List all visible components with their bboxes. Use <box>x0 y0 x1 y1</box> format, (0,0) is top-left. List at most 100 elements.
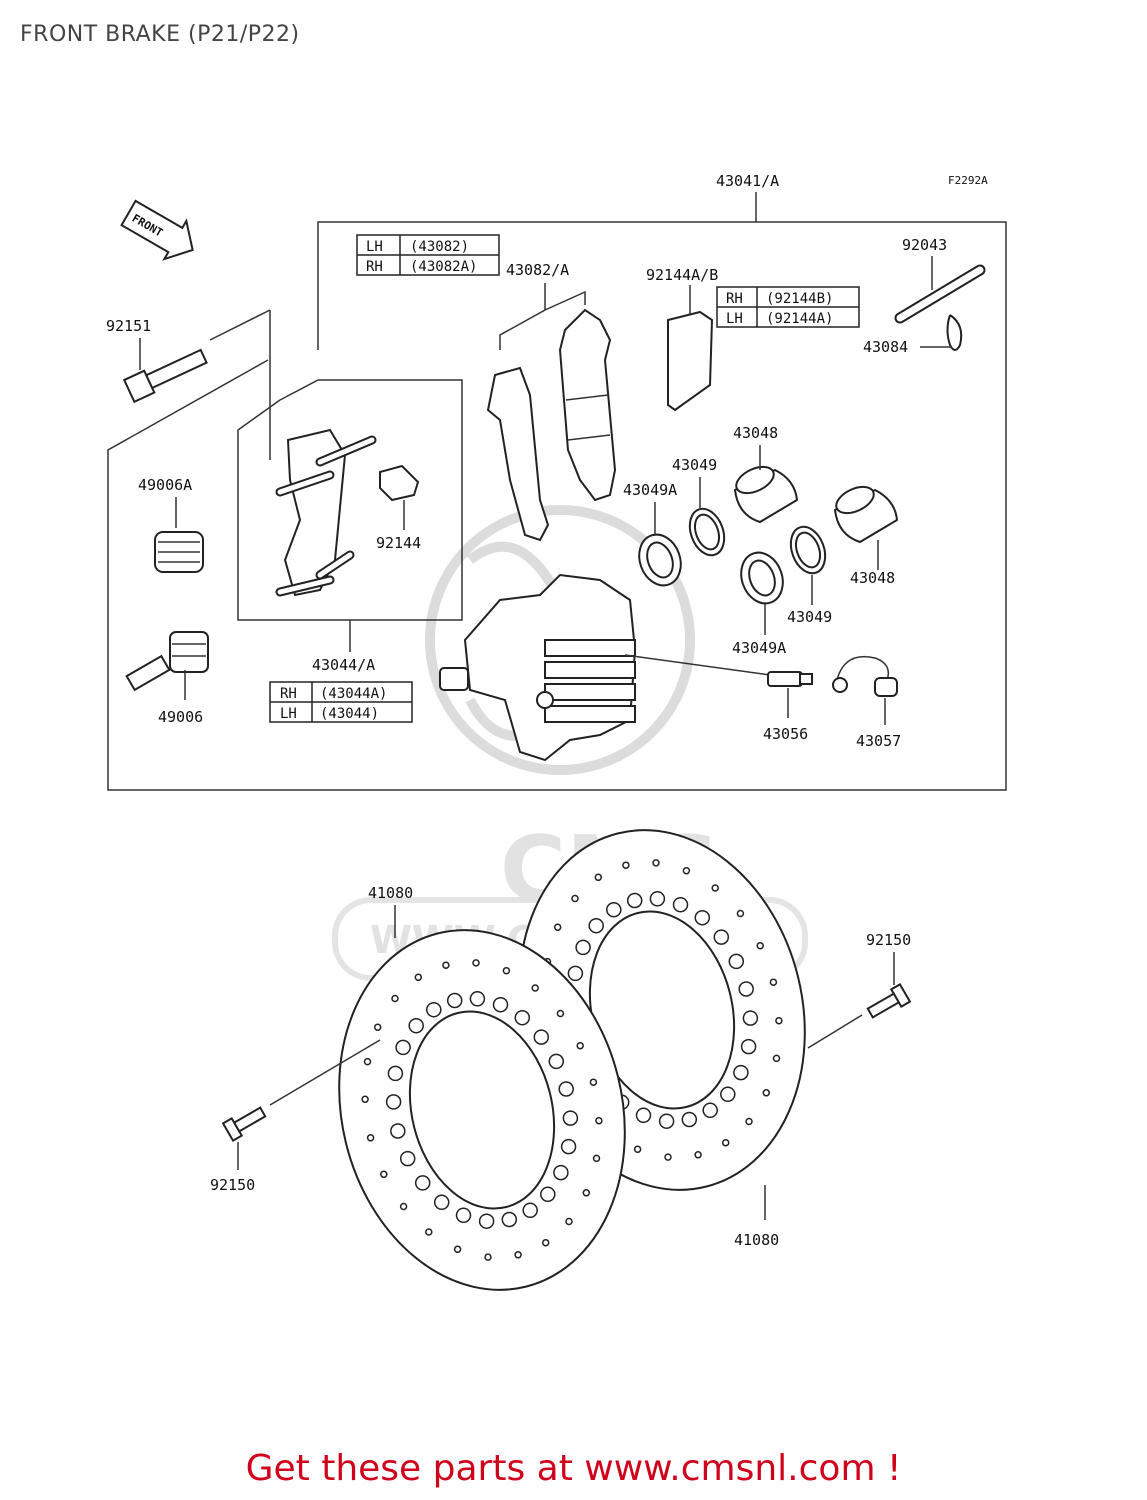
dust-seal-43049-left <box>688 507 726 557</box>
disc-vent-hole <box>575 939 591 956</box>
disc-vent-hole <box>664 1153 672 1161</box>
disc-vent-hole <box>694 909 711 926</box>
exploded-view-diagram: CMS WWW.CMSNL.COM F2292A FRONT 43041/A L… <box>106 172 1007 1291</box>
disc-vent-hole <box>560 1138 577 1155</box>
bracket-row-2-part: (43044) <box>320 706 379 722</box>
pad-row-1-side: LH <box>366 239 383 255</box>
disc-vent-hole <box>558 1081 574 1097</box>
front-arrow-icon: FRONT <box>120 199 194 261</box>
disc-vent-hole <box>469 991 486 1007</box>
disc-vent-hole <box>442 961 450 969</box>
pad-shim <box>667 310 714 412</box>
disc-vent-hole <box>399 1202 408 1211</box>
disc-vent-hole <box>533 1029 550 1045</box>
disc-vent-hole <box>408 1017 424 1034</box>
piston-seal-43049a-right <box>740 551 784 605</box>
piston-43048-right <box>833 485 899 544</box>
disc-vent-hole <box>385 1094 402 1110</box>
label-43049-left: 43049 <box>672 456 717 474</box>
disc-vent-hole <box>501 1211 518 1228</box>
disc-vent-hole <box>589 1078 598 1086</box>
disc-vent-hole <box>582 1189 591 1197</box>
label-43048-right: 43048 <box>850 569 895 587</box>
disc-vent-hole <box>502 966 511 975</box>
brake-pad-outer <box>558 308 617 502</box>
disc-vent-hole <box>399 1150 416 1167</box>
disc-vent-hole <box>571 894 579 903</box>
pad-pin <box>894 264 986 324</box>
figure-code: F2292A <box>948 174 988 187</box>
disc-vent-hole <box>453 1245 462 1254</box>
shim-side-table: RH (92144B) LH (92144A) <box>716 286 860 328</box>
label-43082-a: 43082/A <box>506 261 569 279</box>
disc-vent-hole <box>433 1194 450 1211</box>
disc-vent-hole <box>658 1113 675 1129</box>
bracket-subassembly-frame <box>237 379 463 621</box>
disc-vent-hole <box>740 1038 757 1055</box>
pad-spring <box>379 464 420 502</box>
disc-vent-hole <box>540 1186 556 1203</box>
disc-vent-hole <box>414 973 423 982</box>
label-43049-right: 43049 <box>787 608 832 626</box>
bleeder-valve <box>767 671 813 687</box>
disc-vent-hole <box>548 1053 565 1070</box>
dust-boot <box>154 531 204 573</box>
disc-vent-hole <box>541 1238 550 1247</box>
disc-vent-hole <box>492 996 509 1013</box>
disc-vent-hole <box>588 917 604 934</box>
brake-pad-inner <box>486 366 550 542</box>
disc-vent-hole <box>635 1107 652 1124</box>
disc-vent-hole <box>446 992 463 1009</box>
disc-vent-hole <box>380 1170 388 1179</box>
disc-vent-hole <box>478 1213 495 1229</box>
disc-vent-hole <box>720 1086 736 1103</box>
disc-bolt-left <box>221 1106 267 1143</box>
label-43056: 43056 <box>763 725 808 743</box>
disc-vent-hole <box>775 1016 783 1025</box>
shim-row-1-part: (92144B) <box>766 291 833 307</box>
bracket-row-1-part: (43044A) <box>320 686 387 702</box>
disc-vent-hole <box>681 1111 698 1128</box>
shim-row-2-side: LH <box>726 311 743 327</box>
label-49006a: 49006A <box>138 476 192 494</box>
disc-vent-hole <box>606 901 622 918</box>
label-41080-front: 41080 <box>368 884 413 902</box>
disc-vent-hole <box>472 959 480 967</box>
disc-vent-hole <box>626 892 643 909</box>
disc-vent-hole <box>633 1145 642 1154</box>
disc-vent-hole <box>595 1116 603 1125</box>
disc-vent-hole <box>769 978 778 986</box>
disc-vent-hole <box>366 1134 375 1142</box>
disc-vent-hole <box>553 1164 569 1181</box>
label-92043: 92043 <box>902 236 947 254</box>
label-49006: 49006 <box>158 708 203 726</box>
disc-vent-hole <box>713 929 730 945</box>
disc-vent-hole <box>373 1023 382 1031</box>
bracket-side-table: RH (43044A) LH (43044) <box>269 681 413 723</box>
disc-vent-hole <box>649 891 666 907</box>
brake-disc-front <box>338 929 626 1291</box>
disc-vent-hole <box>756 941 764 950</box>
disc-vent-hole <box>738 981 754 997</box>
shim-row-1-side: RH <box>726 291 743 307</box>
pin-clip <box>946 314 963 351</box>
label-41080-rear: 41080 <box>734 1231 779 1249</box>
bracket-row-2-side: LH <box>280 706 297 722</box>
label-92151: 92151 <box>106 317 151 335</box>
disc-vent-hole <box>391 994 399 1003</box>
disc-vent-hole <box>728 953 745 970</box>
disc-vent-hole <box>736 909 745 918</box>
label-92144a-b: 92144A/B <box>646 266 718 284</box>
disc-vent-hole <box>361 1095 369 1104</box>
footer-promo-text: Get these parts at www.cmsnl.com ! <box>245 1448 902 1489</box>
pad-row-2-side: RH <box>366 259 383 275</box>
caliper-body <box>439 573 637 762</box>
disc-vent-hole <box>484 1253 492 1261</box>
disc-vent-hole <box>694 1151 702 1159</box>
disc-vent-hole <box>702 1102 718 1119</box>
disc-vent-hole <box>455 1207 472 1224</box>
bleeder-cap <box>832 656 898 697</box>
disc-vent-hole <box>562 1110 579 1126</box>
disc-vent-hole <box>363 1057 372 1066</box>
slide-pin-boot <box>125 631 209 692</box>
